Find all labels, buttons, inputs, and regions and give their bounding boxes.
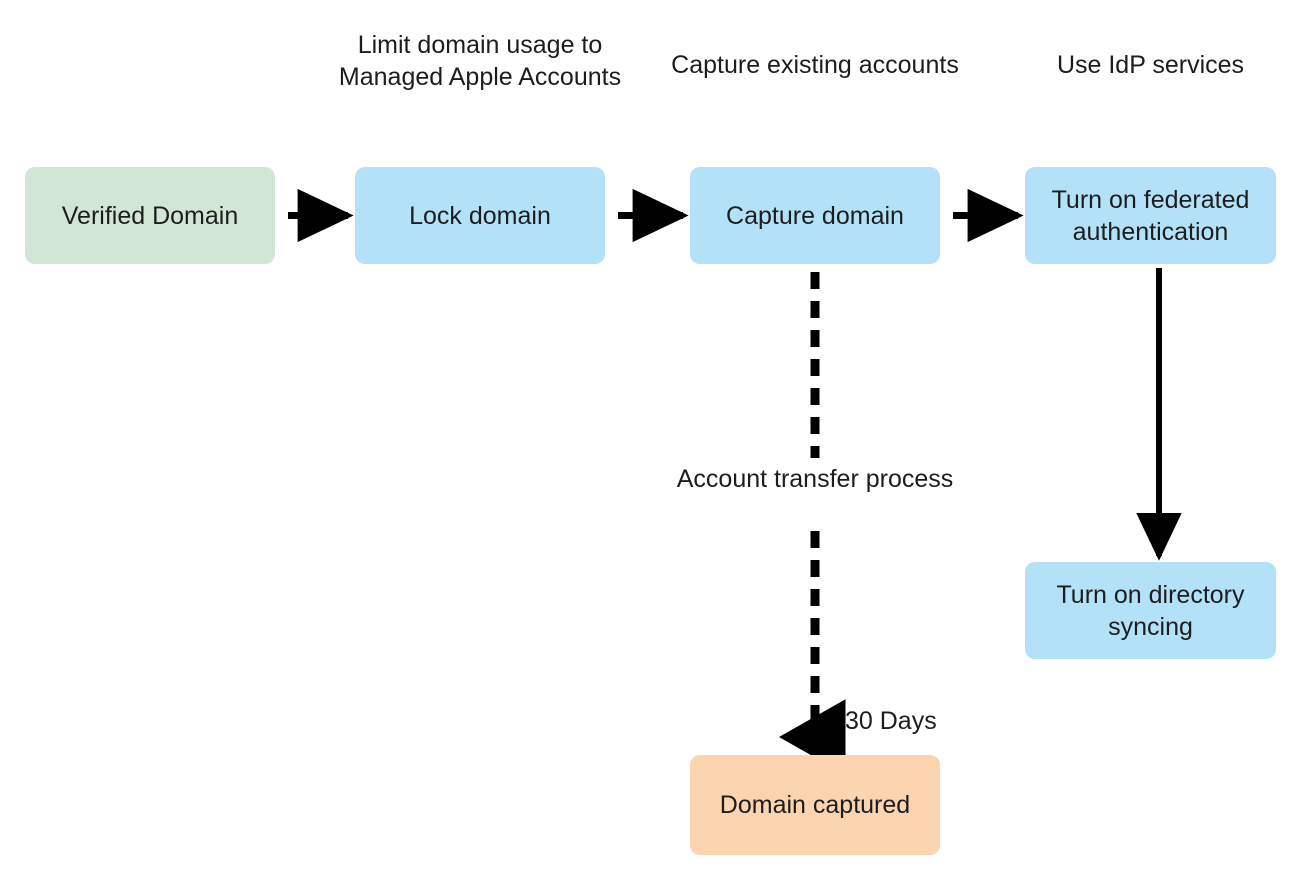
node-lock-domain[interactable]: Lock domain [355, 167, 605, 264]
caption-account-transfer-process: Account transfer process [676, 465, 954, 493]
node-capture-domain[interactable]: Capture domain [690, 167, 940, 264]
node-turn-on-directory-syncing[interactable]: Turn on directory syncing [1025, 562, 1276, 659]
caption-use-idp-services: Use IdP services [1056, 51, 1245, 79]
caption-limit-domain-usage: Limit domain usage to Managed Apple Acco… [338, 31, 622, 91]
node-turn-on-federated-authentication[interactable]: Turn on federated authentication [1025, 167, 1276, 264]
caption-capture-existing-accounts: Capture existing accounts [671, 51, 959, 79]
edge-label-30-days: 30 Days [845, 707, 937, 735]
node-verified-domain[interactable]: Verified Domain [25, 167, 275, 264]
node-domain-captured[interactable]: Domain captured [690, 755, 940, 855]
